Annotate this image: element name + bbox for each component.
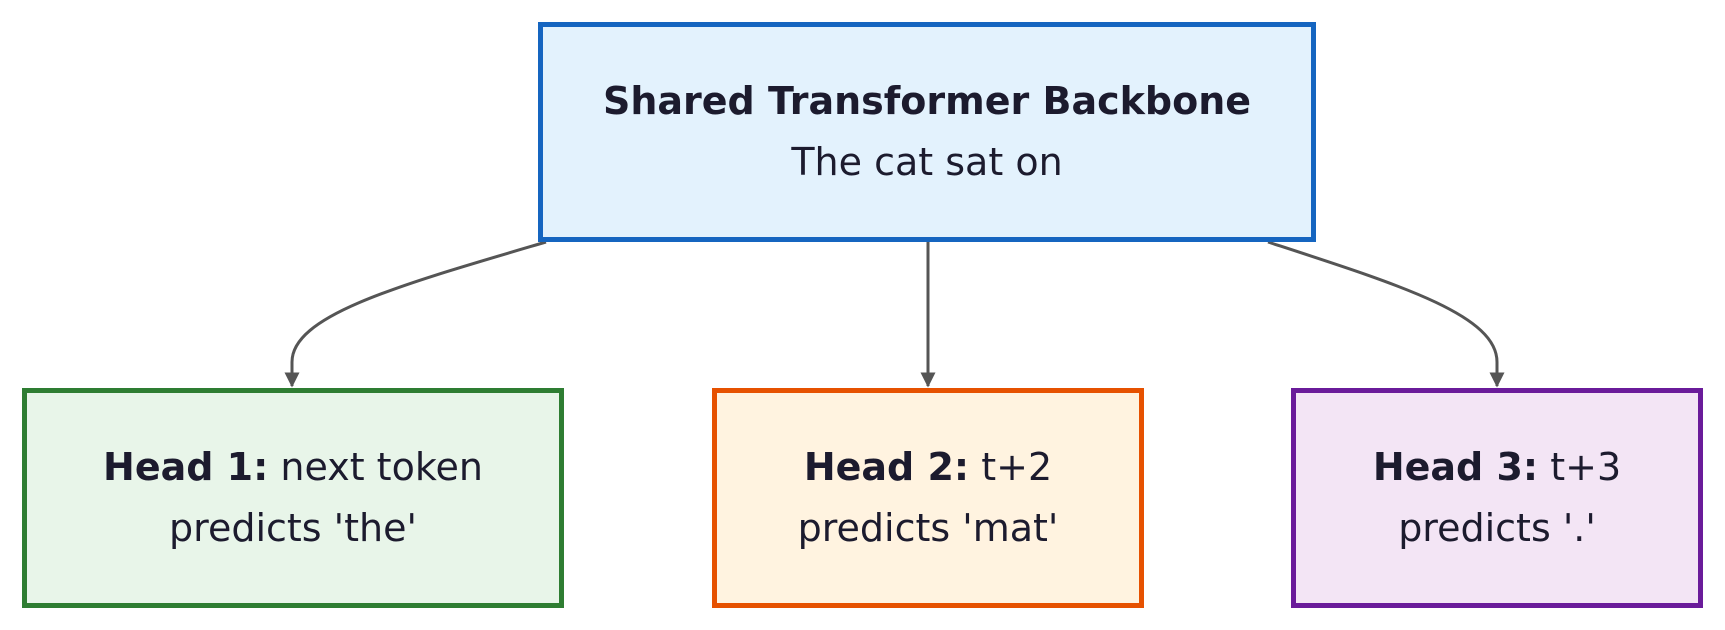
backbone-title: Shared Transformer Backbone: [602, 79, 1252, 124]
head-3-task: t+3: [1550, 445, 1622, 490]
backbone-text: The cat sat on: [791, 140, 1063, 184]
edge-backbone-to-head1: [284, 240, 547, 388]
backbone-node: Shared Transformer Backbone The cat sat …: [538, 22, 1316, 242]
head-2-task: t+2: [981, 445, 1053, 490]
edge-backbone-to-head3: [1267, 240, 1505, 388]
head-3-label: Head 3:: [1372, 445, 1539, 490]
head-1-label: Head 1:: [103, 445, 269, 490]
head-2-node: Head 2: t+2 predicts 'mat': [712, 388, 1144, 608]
head-3-prediction: predicts '.': [1398, 506, 1596, 550]
head-3-node: Head 3: t+3 predicts '.': [1291, 388, 1703, 608]
head-1-prediction: predicts 'the': [169, 506, 417, 550]
head-1-task: next token: [280, 445, 483, 490]
head-2-label: Head 2:: [803, 445, 970, 490]
head-1-node: Head 1: next token predicts 'the': [22, 388, 564, 608]
head-2-prediction: predicts 'mat': [797, 506, 1059, 550]
